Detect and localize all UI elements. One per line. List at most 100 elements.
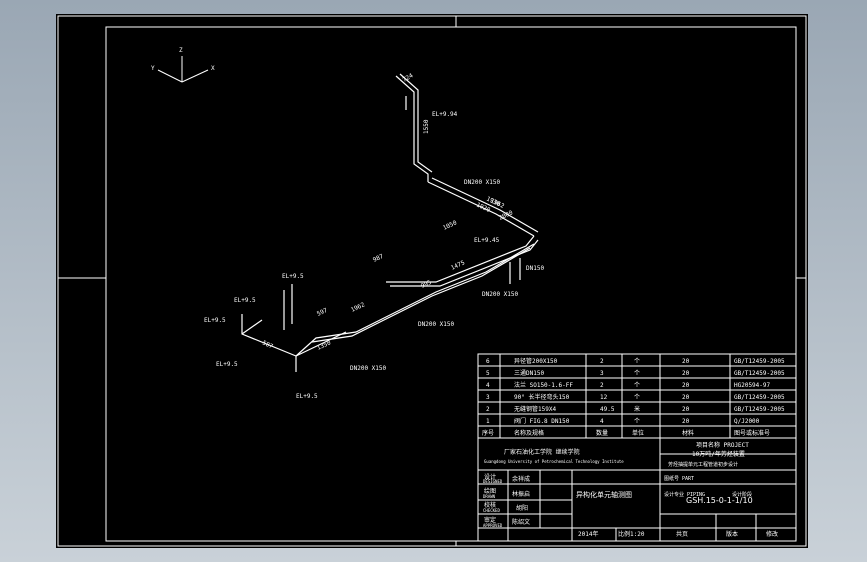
project-name: 10万吨/年芳烃装置 [692,450,745,458]
svg-text:20: 20 [682,406,690,413]
svg-text:90° 长半径弯头150: 90° 长半径弯头150 [514,393,570,401]
label-dn200-3: DN200 X150 [418,321,455,328]
svg-text:6: 6 [486,358,490,365]
parts-row: 1 阀门 FIG.8 DN150 4 个 20 Q/J2000 [486,417,760,425]
label-dn200-1: DN200 X150 [464,179,501,186]
version: 版本 [726,530,738,538]
dim-724: 724 [402,72,415,84]
drawer-name: 林振启 [512,490,530,498]
project-sub: 芳烃抽提单元工程管道初步设计 [668,461,738,468]
svg-text:法兰 SO150-1.6-FF: 法兰 SO150-1.6-FF [514,381,573,389]
drawing-number: GSH.15-0-1-1/10 [686,496,753,505]
label-el-9-5-b: EL+9.5 [234,297,256,304]
dim-995: 995 [420,279,433,290]
svg-text:无缝钢管159X4: 无缝钢管159X4 [514,405,556,413]
svg-text:5: 5 [486,370,490,377]
revision: 修改 [766,530,778,538]
label-el-9-5-a: EL+9.5 [282,273,304,280]
svg-text:个: 个 [634,382,640,389]
dimension-labels: 724 1550 1920 1930 1962 2000 1050 987 14… [204,72,544,400]
svg-text:DESIGNED: DESIGNED [483,479,503,484]
parts-row: 5 三通DN150 3 个 20 GB/T12459-2005 [486,369,785,377]
label-el-9-45: EL+9.45 [474,237,500,244]
parts-row: 3 90° 长半径弯头150 12 个 20 GB/T12459-2005 [486,393,785,401]
drawing-sheet[interactable]: Z Y X [56,14,808,548]
dim-1962-b: 1962 [350,301,366,314]
svg-text:GB/T12459-2005: GB/T12459-2005 [734,394,785,401]
svg-text:20: 20 [682,382,690,389]
dim-987: 987 [372,253,385,264]
parts-row: 6 异径管200X150 2 个 20 GB/T12459-2005 [486,357,785,365]
svg-text:名称及规格: 名称及规格 [514,429,544,437]
svg-text:GB/T12459-2005: GB/T12459-2005 [734,406,785,413]
label-dn200-2: DN200 X150 [482,291,519,298]
designer-name: 余祥成 [512,475,530,483]
drawn-label: 绘图 [484,487,496,495]
label-el-9-5-e: EL+9.5 [296,393,318,400]
svg-text:2: 2 [486,406,490,413]
title-block [477,353,797,542]
company-name-en: Guangdong University of Petrochemical Te… [484,459,624,464]
svg-text:Q/J2000: Q/J2000 [734,418,760,425]
axis-x-label: X [211,65,215,72]
parts-list: 6 异径管200X150 2 个 20 GB/T12459-2005 5 三通D… [482,357,785,437]
sheet-count: 共页 [676,530,688,538]
svg-text:数量: 数量 [596,429,608,437]
svg-text:CHECKED: CHECKED [483,508,500,513]
inner-border [105,26,797,542]
label-el-9-94: EL+9.94 [432,111,458,118]
approve-label: 审定 [484,516,496,524]
drawing-canvas: Z Y X [57,15,807,547]
svg-text:HG20594-97: HG20594-97 [734,382,771,389]
svg-text:三通DN150: 三通DN150 [514,369,544,377]
svg-text:GB/T12459-2005: GB/T12459-2005 [734,358,785,365]
project-label: 项目名称 PROJECT [696,441,749,449]
svg-text:APPROVED: APPROVED [483,523,503,528]
dim-1550: 1550 [423,119,430,134]
title-block-text: 厂家石油化工学院 继续学院 Guangdong University of Pe… [483,441,778,538]
label-dn150: DN150 [526,265,544,272]
check-label: 校核 [484,501,496,509]
drawing-title: 异构化单元轴测图 [576,490,632,499]
svg-text:20: 20 [682,394,690,401]
svg-text:1: 1 [486,418,490,425]
designer-label: 设计 [484,473,496,481]
svg-text:49.5: 49.5 [600,406,615,413]
parts-row: 2 无缝钢管159X4 49.5 米 20 GB/T12459-2005 [486,405,785,413]
axis-indicator: Z Y X [151,47,215,83]
checker-name: 胡阳 [516,504,528,512]
svg-text:4: 4 [486,382,490,389]
design-label: 设计专业 PIPING [664,491,705,498]
stage-label: 设计阶段 [732,491,752,498]
svg-text:4: 4 [600,418,604,425]
svg-text:3: 3 [600,370,604,377]
company-name: 厂家石油化工学院 继续学院 [504,448,580,456]
parts-row: 4 法兰 SO150-1.6-FF 2 个 20 HG20594-97 [486,381,771,389]
svg-text:DRAWN: DRAWN [483,494,496,499]
dim-1475: 1475 [450,259,466,272]
piping-isometric [241,73,539,372]
svg-text:20: 20 [682,358,690,365]
label-el-9-5-d: EL+9.5 [216,361,238,368]
dim-597: 597 [316,307,329,318]
outer-border [57,15,807,547]
svg-text:3: 3 [486,394,490,401]
svg-text:20: 20 [682,370,690,377]
item-label: 图纸号 PART [664,475,694,482]
svg-text:个: 个 [634,358,640,365]
dim-1050: 1050 [442,219,458,232]
svg-text:米: 米 [634,405,640,413]
approver-name: 陈绍文 [512,518,530,526]
date: 2014年 [578,530,598,538]
svg-text:个: 个 [634,370,640,377]
dim-587: 587 [261,339,274,350]
svg-text:2: 2 [600,382,604,389]
svg-text:材料: 材料 [682,429,694,437]
svg-text:12: 12 [600,394,608,401]
parts-header: 序号 名称及规格 数量 单位 材料 图号或标准号 [482,429,770,437]
axis-y-label: Y [151,65,155,72]
svg-text:个: 个 [634,418,640,425]
svg-text:序号: 序号 [482,429,494,437]
label-dn200-4: DN200 X150 [350,365,387,372]
